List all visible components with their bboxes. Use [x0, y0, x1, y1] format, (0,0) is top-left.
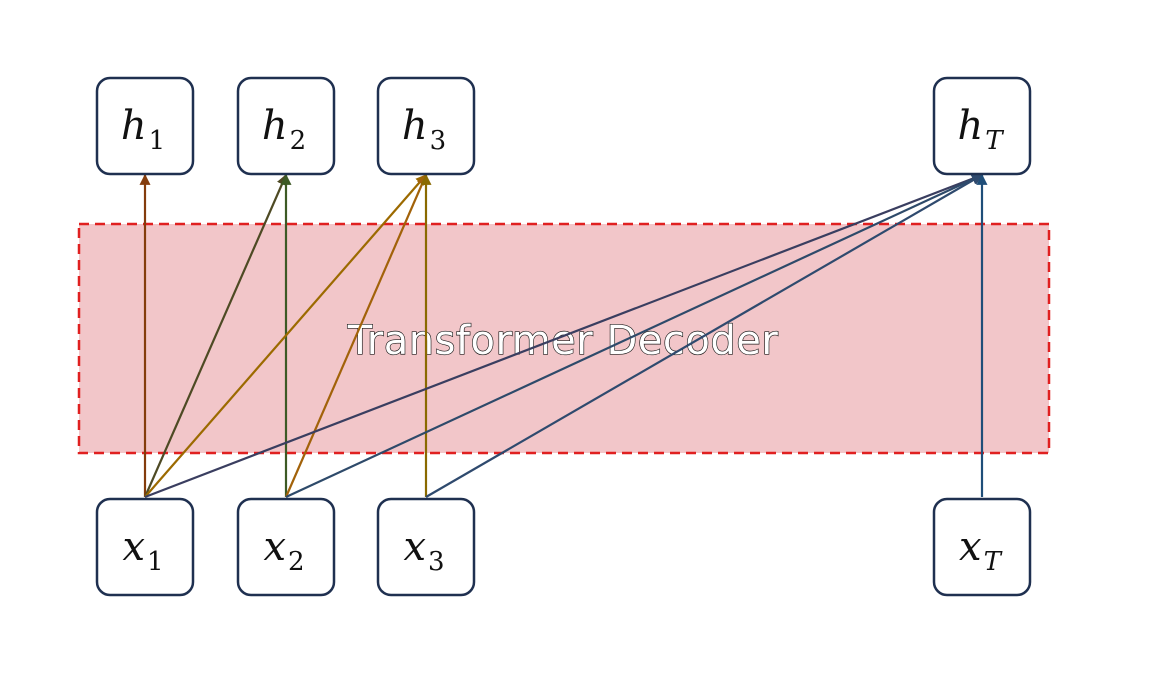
- node-label-hT: hT: [957, 103, 1004, 156]
- arrow-x1-to-h2: [143, 173, 288, 498]
- node-xT: xT: [932, 497, 1032, 597]
- node-subscript: 3: [428, 547, 445, 577]
- node-subscript: 3: [430, 126, 447, 156]
- decoder-label: Transformer Decoder: [347, 318, 779, 364]
- node-subscript: 2: [290, 126, 307, 156]
- node-box-x3: [376, 497, 476, 597]
- node-symbol: x: [122, 524, 145, 570]
- node-box-h1: [95, 76, 195, 176]
- node-box-x2: [236, 497, 336, 597]
- arrow-x1-to-h3: [144, 174, 427, 498]
- node-label-x1: x1: [122, 524, 163, 577]
- node-box-xT: [932, 497, 1032, 597]
- arrow-x1-to-hT: [144, 173, 984, 499]
- node-label-x2: x2: [263, 524, 304, 577]
- node-label-x3: x3: [403, 524, 444, 577]
- node-label-h2: h2: [262, 103, 306, 156]
- node-h2: h2: [236, 76, 336, 176]
- node-h3: h3: [376, 76, 476, 176]
- node-subscript: 2: [288, 547, 305, 577]
- node-box-hT: [932, 76, 1032, 176]
- node-label-h3: h3: [402, 103, 446, 156]
- arrow-x3-to-hT: [425, 174, 983, 498]
- node-symbol: h: [121, 103, 147, 149]
- node-x3: x3: [376, 497, 476, 597]
- node-subscript: T: [985, 126, 1004, 156]
- node-subscript: 1: [147, 547, 164, 577]
- node-x2: x2: [236, 497, 336, 597]
- node-hT: hT: [932, 76, 1032, 176]
- node-symbol: x: [263, 524, 286, 570]
- node-box-x1: [95, 497, 195, 597]
- node-x1: x1: [95, 497, 195, 597]
- arrow-x2-to-hT: [285, 174, 983, 498]
- node-box-h2: [236, 76, 336, 176]
- node-subscript: 1: [149, 126, 166, 156]
- node-label-xT: xT: [959, 524, 1003, 577]
- node-subscript: T: [984, 547, 1003, 577]
- node-symbol: h: [262, 103, 288, 149]
- node-h1: h1: [95, 76, 195, 176]
- node-symbol: h: [957, 103, 983, 149]
- node-symbol: h: [402, 103, 428, 149]
- connections-layer: [139, 173, 988, 499]
- arrow-x2-to-h3: [284, 173, 428, 498]
- node-symbol: x: [959, 524, 982, 570]
- node-box-h3: [376, 76, 476, 176]
- decoder-region: [77, 222, 1051, 455]
- node-label-h1: h1: [121, 103, 165, 156]
- node-symbol: x: [403, 524, 426, 570]
